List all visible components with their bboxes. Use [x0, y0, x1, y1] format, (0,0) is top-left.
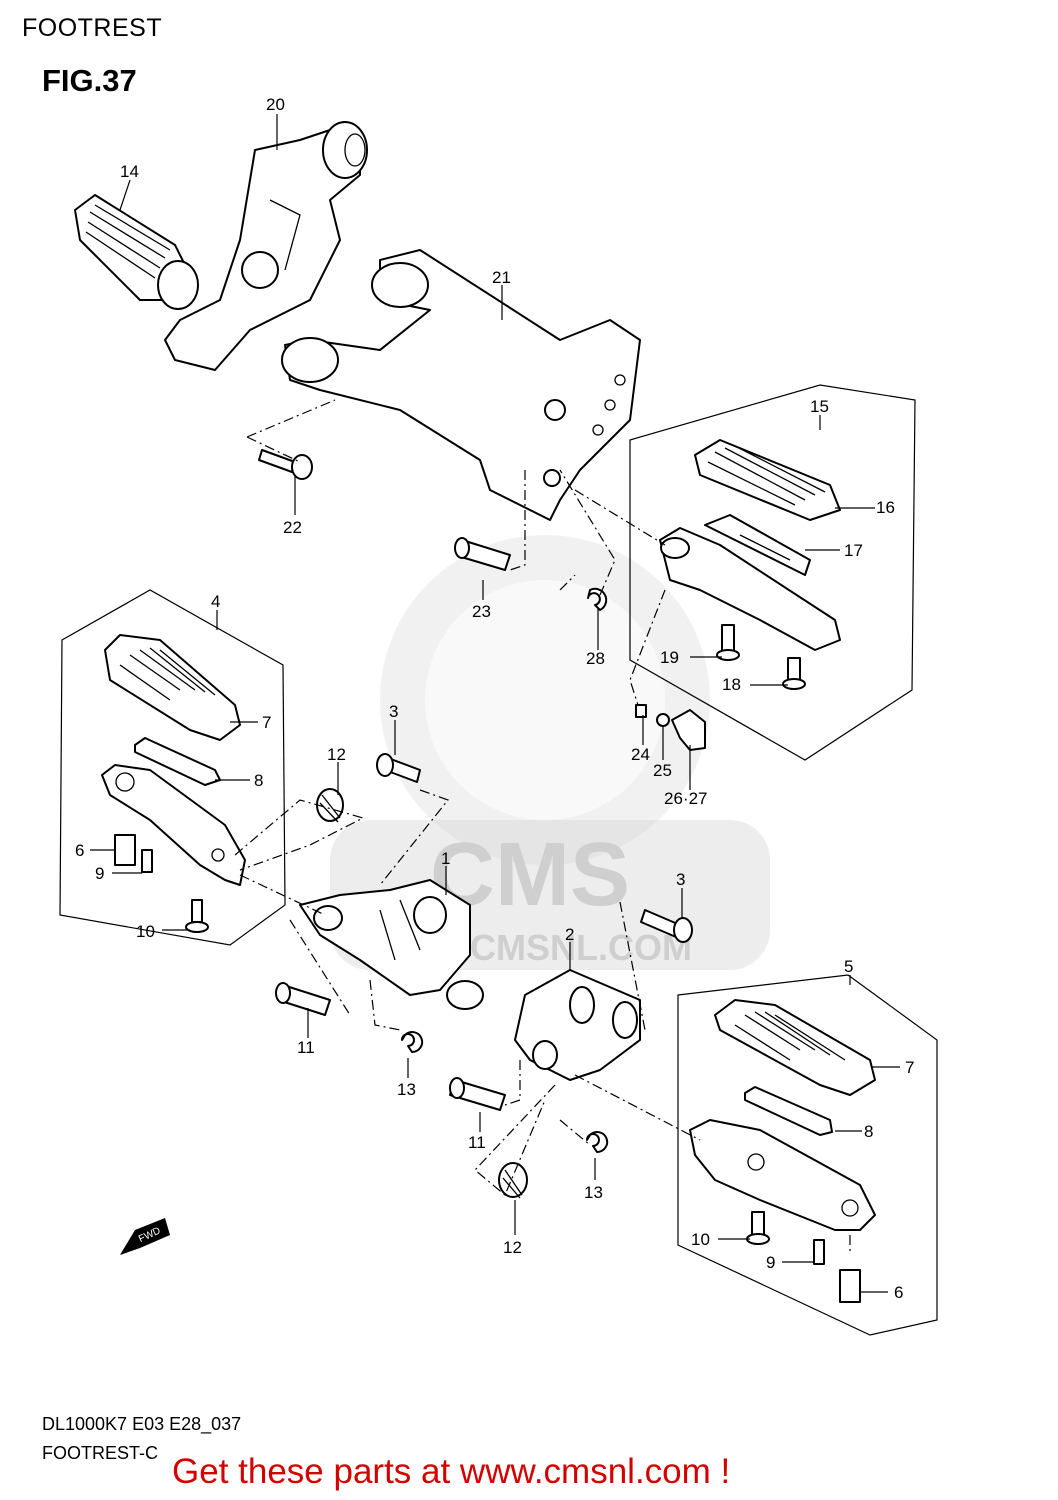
part-22-bolt — [258, 449, 313, 480]
assembly-lines — [234, 399, 851, 1255]
callout-24: 24 — [631, 745, 650, 764]
callout-17: 17 — [844, 541, 863, 560]
part-21-arm — [281, 249, 641, 521]
cta-link[interactable]: Get these parts at www.cmsnl.com ! — [172, 1452, 731, 1491]
callout-9b: 9 — [766, 1253, 775, 1272]
callout-8b: 8 — [864, 1122, 873, 1141]
callout-20: 20 — [266, 95, 285, 114]
callout-labels: 20 14 21 22 23 28 15 16 17 19 18 24 25 2… — [75, 95, 914, 1302]
callout-16: 16 — [876, 498, 895, 517]
callout-26-27: 26·27 — [664, 789, 707, 808]
part-17-plate — [704, 514, 811, 576]
callout-3a: 3 — [389, 702, 398, 721]
part-24-spring — [635, 704, 647, 718]
kit-4-box — [59, 589, 286, 946]
forward-arrow-icon: FWD — [120, 1218, 170, 1255]
callout-10b: 10 — [691, 1230, 710, 1249]
part-10-screw-right — [746, 1211, 770, 1245]
callout-13b: 13 — [584, 1183, 603, 1202]
part-3-bolt-upper — [376, 753, 421, 783]
callout-11b: 11 — [468, 1133, 486, 1152]
callout-3b: 3 — [676, 870, 685, 889]
callout-4: 4 — [211, 592, 220, 611]
callout-19: 19 — [660, 648, 679, 667]
callout-2: 2 — [565, 925, 574, 944]
part-7-rubber-left — [104, 634, 241, 741]
part-15-footpeg — [659, 527, 841, 651]
callout-22: 22 — [283, 518, 302, 537]
part-16-rubber — [694, 439, 841, 521]
callout-13a: 13 — [397, 1080, 416, 1099]
part-6-nut-left — [114, 834, 136, 866]
part-7-rubber-right — [714, 999, 876, 1096]
callout-7b: 7 — [905, 1058, 914, 1077]
part-14-footpeg — [74, 194, 199, 310]
callout-14: 14 — [120, 162, 139, 181]
part-25-ball — [656, 713, 670, 727]
callout-8a: 8 — [254, 771, 263, 790]
part-13-clip-left — [401, 1031, 424, 1054]
part-12-spring-lower — [498, 1162, 528, 1199]
callout-9a: 9 — [95, 864, 104, 883]
part-23-pin — [454, 537, 511, 571]
part-13-clip-right — [586, 1131, 609, 1154]
kit-15-box — [629, 384, 916, 761]
section-title: FOOTREST — [22, 14, 163, 42]
part-6-nut-right — [839, 1269, 861, 1303]
part-1-bracket — [299, 879, 484, 1010]
callout-18: 18 — [722, 675, 741, 694]
part-10-screw-left — [185, 899, 209, 933]
model-code: DL1000K7 E03 E28_037 — [42, 1414, 242, 1434]
callout-5: 5 — [844, 957, 853, 976]
part-4-footpeg — [101, 764, 246, 886]
part-3-bolt-lower — [640, 909, 693, 943]
part-19-screw — [716, 624, 740, 661]
kit-5-box — [677, 974, 938, 1336]
part-28-clip — [587, 587, 608, 611]
part-11-pin-right — [449, 1077, 506, 1111]
callout-12a: 12 — [327, 745, 346, 764]
part-5-footpeg — [689, 1119, 876, 1231]
callout-11a: 11 — [297, 1038, 315, 1057]
callout-1: 1 — [441, 849, 450, 868]
part-8-plate-right — [744, 1086, 833, 1136]
callout-28: 28 — [586, 649, 605, 668]
part-9-screw-right — [813, 1239, 825, 1265]
callout-6a: 6 — [75, 841, 84, 860]
callout-10a: 10 — [136, 922, 155, 941]
part-20-bracket — [164, 121, 368, 371]
figure-number: FIG.37 — [42, 63, 137, 98]
part-11-pin-left — [275, 982, 331, 1016]
callout-7a: 7 — [262, 713, 271, 732]
leader-lines — [90, 114, 900, 1293]
callout-25: 25 — [653, 761, 672, 780]
part-2-bracket — [514, 969, 641, 1081]
callout-21: 21 — [492, 268, 511, 287]
callout-6b: 6 — [894, 1283, 903, 1302]
callout-23: 23 — [472, 602, 491, 621]
callout-15: 15 — [810, 397, 829, 416]
watermark-logo: CMS WWW.CMSNL.COM — [330, 535, 770, 970]
part-26-27-plate — [671, 709, 706, 751]
diagram-name: FOOTREST-C — [42, 1443, 158, 1463]
part-18-screw — [782, 657, 806, 690]
part-9-screw-left — [141, 849, 153, 873]
callout-12b: 12 — [503, 1238, 522, 1257]
